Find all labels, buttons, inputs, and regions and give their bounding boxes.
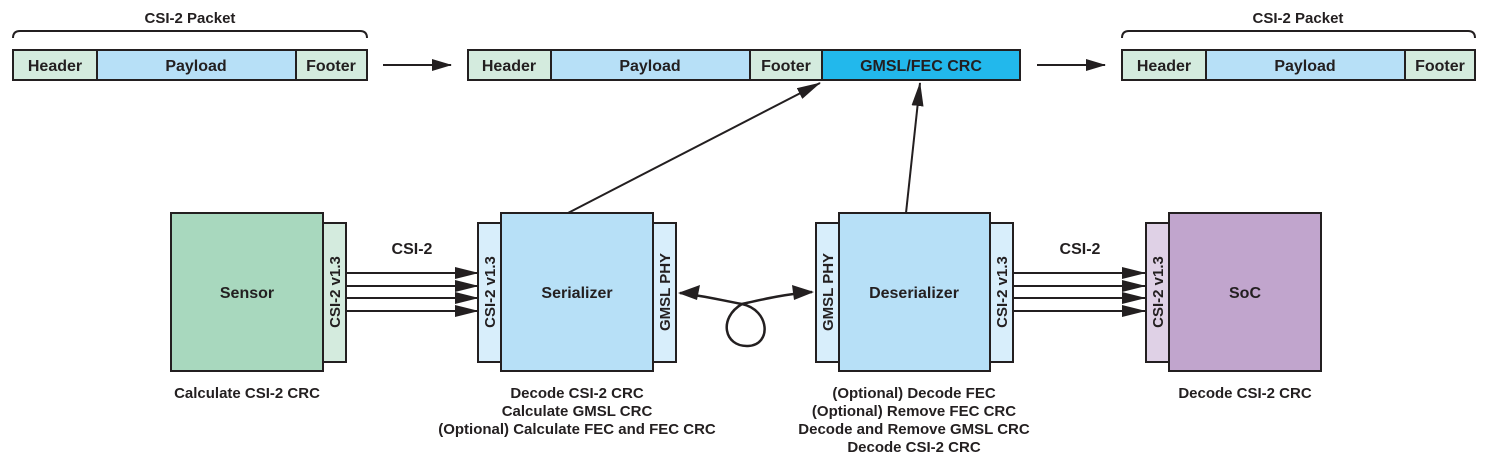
gmsl-cable-icon: [678, 285, 814, 348]
sensor-caption-0: Calculate CSI-2 CRC: [174, 385, 320, 402]
gmsl-packet: Header Payload Footer GMSL/FEC CRC: [467, 49, 1021, 81]
deserializer-block: GMSL PHY CSI-2 v1.3 Deserializer (Option…: [798, 212, 1030, 456]
soc-caption-0: Decode CSI-2 CRC: [1178, 385, 1312, 402]
serializer-caption-1: Calculate GMSL CRC: [502, 403, 653, 420]
deserializer-port-in-label: GMSL PHY: [820, 253, 837, 331]
right-packet-title: CSI-2 Packet: [1253, 10, 1344, 27]
left-packet-brace: [12, 30, 368, 39]
deserializer-caption-0: (Optional) Decode FEC: [832, 385, 996, 402]
right-packet-payload: [1205, 49, 1406, 81]
soc-box: [1168, 212, 1322, 372]
serializer-caption-2: (Optional) Calculate FEC and FEC CRC: [438, 421, 716, 438]
serializer-port-out-label: GMSL PHY: [657, 253, 674, 331]
middle-packet-payload-label: Payload: [619, 58, 680, 75]
right-packet-brace: [1121, 30, 1476, 39]
middle-packet-header-label: Header: [482, 58, 536, 75]
serializer-label: Serializer: [541, 285, 612, 302]
csi2-link-label-right: CSI-2: [1060, 241, 1101, 258]
right-csi2-packet: CSI-2 Packet Header Payload Footer: [1121, 10, 1476, 81]
middle-packet-crc-label: GMSL/FEC CRC: [860, 58, 982, 75]
sensor-port-label: CSI-2 v1.3: [327, 256, 344, 328]
serializer-port-in-label: CSI-2 v1.3: [482, 256, 499, 328]
left-packet-header-label: Header: [28, 58, 82, 75]
deserializer-caption-2: Decode and Remove GMSL CRC: [798, 421, 1030, 438]
left-packet-payload-label: Payload: [165, 58, 226, 75]
csi2-lanes-right: CSI-2: [1013, 241, 1146, 317]
left-packet-header: [12, 49, 98, 81]
csi2-lanes-left: CSI-2: [346, 241, 479, 317]
arrow-deserializer-to-crc: [905, 82, 924, 214]
soc-label: SoC: [1229, 285, 1261, 302]
deserializer-label: Deserializer: [869, 285, 959, 302]
deserializer-box: [838, 212, 991, 372]
arrow-serializer-to-crc: [567, 82, 821, 214]
left-packet-payload: [96, 49, 297, 81]
right-packet-header: [1121, 49, 1207, 81]
csi2-link-label-left: CSI-2: [392, 241, 433, 258]
soc-port-label: CSI-2 v1.3: [1150, 256, 1167, 328]
left-csi2-packet: CSI-2 Packet Header Payload Footer: [12, 10, 368, 81]
serializer-caption-0: Decode CSI-2 CRC: [510, 385, 644, 402]
left-packet-title: CSI-2 Packet: [145, 10, 236, 27]
serializer-block: CSI-2 v1.3 GMSL PHY Serializer Decode CS…: [438, 212, 716, 438]
right-packet-payload-label: Payload: [1274, 58, 1335, 75]
sensor-box: [170, 212, 324, 372]
sensor-block: CSI-2 v1.3 Sensor Calculate CSI-2 CRC: [170, 212, 347, 402]
middle-packet-footer-label: Footer: [761, 58, 811, 75]
deserializer-caption-1: (Optional) Remove FEC CRC: [812, 403, 1016, 420]
deserializer-port-out-label: CSI-2 v1.3: [994, 256, 1011, 328]
left-packet-footer: [295, 49, 368, 81]
right-packet-header-label: Header: [1137, 58, 1191, 75]
sensor-label: Sensor: [220, 285, 274, 302]
soc-block: CSI-2 v1.3 SoC Decode CSI-2 CRC: [1145, 212, 1322, 402]
left-packet-footer-label: Footer: [306, 58, 356, 75]
right-packet-footer-label: Footer: [1415, 58, 1465, 75]
right-packet-footer: [1404, 49, 1476, 81]
serializer-box: [500, 212, 654, 372]
deserializer-caption-3: Decode CSI-2 CRC: [847, 439, 981, 456]
middle-packet-crc: [821, 49, 1021, 81]
